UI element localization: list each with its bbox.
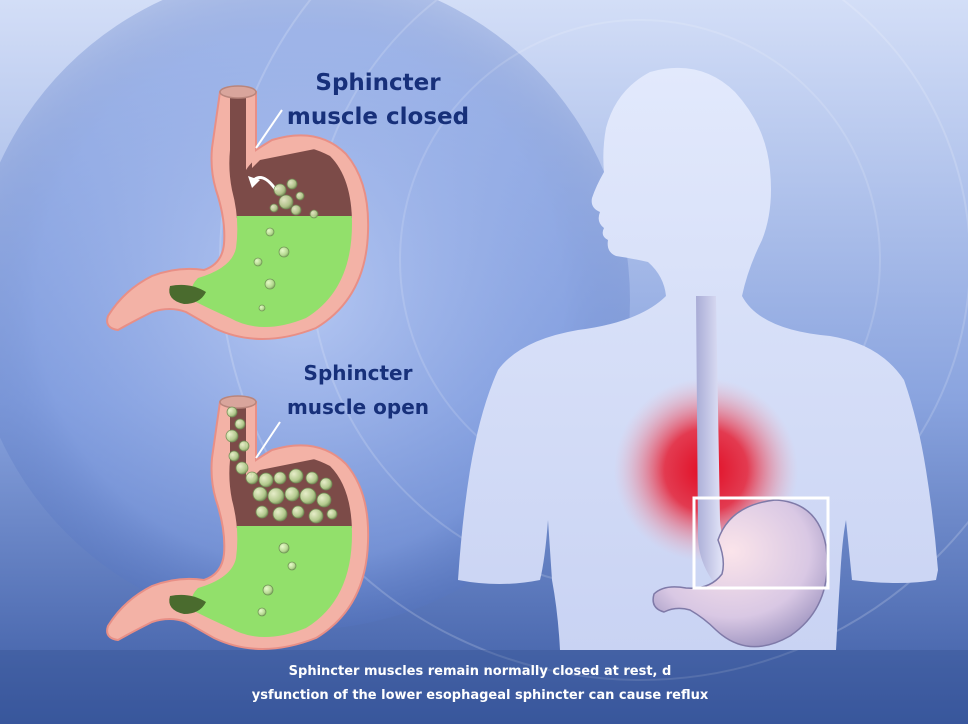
- bubbles: [253, 178, 319, 312]
- caption-line-1: Sphincter muscles remain normally closed…: [288, 664, 672, 679]
- stomach-closed: [106, 85, 370, 340]
- esophagus-opening: [219, 85, 257, 99]
- gas-space: [226, 92, 352, 218]
- label-closed-line-2: muscle closed: [286, 104, 470, 130]
- body-esophagus: [696, 296, 760, 600]
- caption-line-2: ysfunction of the lower esophageal sphin…: [251, 688, 709, 703]
- bubbles: [225, 406, 338, 617]
- label-sphincter-closed: Sphincter muscle closed: [278, 66, 478, 134]
- label-open-line-2: muscle open: [286, 395, 430, 419]
- pointer-line: [255, 109, 283, 149]
- duodenum-lumen: [169, 594, 206, 614]
- label-closed-line-1: Sphincter: [315, 70, 441, 96]
- label-sphincter-open: Sphincter muscle open: [270, 356, 446, 424]
- label-open-line-1: Sphincter: [303, 361, 413, 385]
- body-stomach: [652, 499, 828, 648]
- bottom-band: [0, 650, 968, 724]
- esophagus-opening: [219, 395, 257, 409]
- caption: Sphincter muscles remain normally closed…: [180, 660, 780, 708]
- duodenum-lumen: [169, 284, 206, 304]
- stomach-open: [106, 395, 370, 650]
- pointer-line: [255, 421, 281, 459]
- highlight-box: [692, 496, 830, 590]
- arrow-head: [248, 176, 260, 188]
